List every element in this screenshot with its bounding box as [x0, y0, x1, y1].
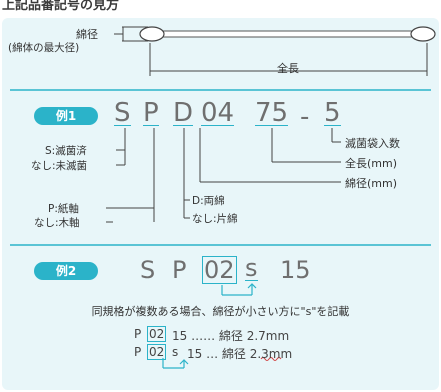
code-hyphen: -	[300, 102, 310, 132]
wavy-underline-icon	[260, 357, 282, 361]
example1-connectors	[106, 128, 341, 223]
label-single-tip: なし:片綿	[192, 213, 238, 225]
example2-bottom-connector	[162, 358, 189, 369]
code-d: D	[173, 98, 194, 128]
eg1-p: P	[134, 327, 142, 341]
label-wood-shaft: なし:木軸	[34, 217, 80, 229]
eg2-diameter-boxed: 02	[147, 344, 167, 360]
eg2-small-s: s	[172, 345, 179, 359]
label-sterile: S:滅菌済	[45, 145, 87, 157]
code-bag-count: 5	[324, 98, 341, 128]
diameter-label: 綿径	[76, 28, 98, 41]
eg2-rest: 15 … 綿径 2.3mm	[187, 347, 293, 361]
code-length: 75	[255, 98, 289, 128]
legend-panel	[2, 18, 439, 390]
example2-badge: 例2	[34, 262, 98, 280]
code2-diameter-boxed: 02	[202, 256, 237, 284]
code-s: S	[114, 98, 131, 128]
code2-length: 15	[280, 256, 311, 284]
page-title: 上記品番記号の見方	[2, 0, 120, 13]
label-bag-count: 滅菌袋入数	[345, 137, 400, 150]
eg1-rest: 15 …… 綿径 2.7mm	[172, 329, 290, 343]
label-diameter: 綿径(mm)	[345, 177, 398, 190]
label-paper-shaft: P:紙軸	[48, 203, 79, 215]
diameter-sub-label: (綿体の最大径)	[8, 42, 80, 54]
multiple-spec-note: 同規格が複数ある場合、綿径が小さい方に"s"を記載	[91, 305, 350, 318]
code2-small-s: s	[245, 254, 258, 282]
code-diameter: 04	[201, 98, 235, 128]
code-p: P	[143, 98, 159, 128]
eg2-p: P	[134, 345, 142, 359]
label-length: 全長(mm)	[345, 157, 398, 170]
label-double-tip: D:両綿	[192, 195, 225, 207]
label-non-sterile: なし:未滅菌	[31, 160, 88, 172]
diameter-bracket	[114, 26, 148, 42]
length-label: 全長	[277, 62, 299, 75]
length-dimension	[149, 43, 428, 76]
example2-connector	[221, 283, 257, 296]
example1-badge: 例1	[34, 107, 98, 125]
code2-s: S	[140, 256, 156, 284]
cotton-swab-icon	[139, 26, 436, 42]
eg1-diameter-boxed: 02	[147, 326, 167, 342]
code2-p: P	[172, 256, 187, 284]
